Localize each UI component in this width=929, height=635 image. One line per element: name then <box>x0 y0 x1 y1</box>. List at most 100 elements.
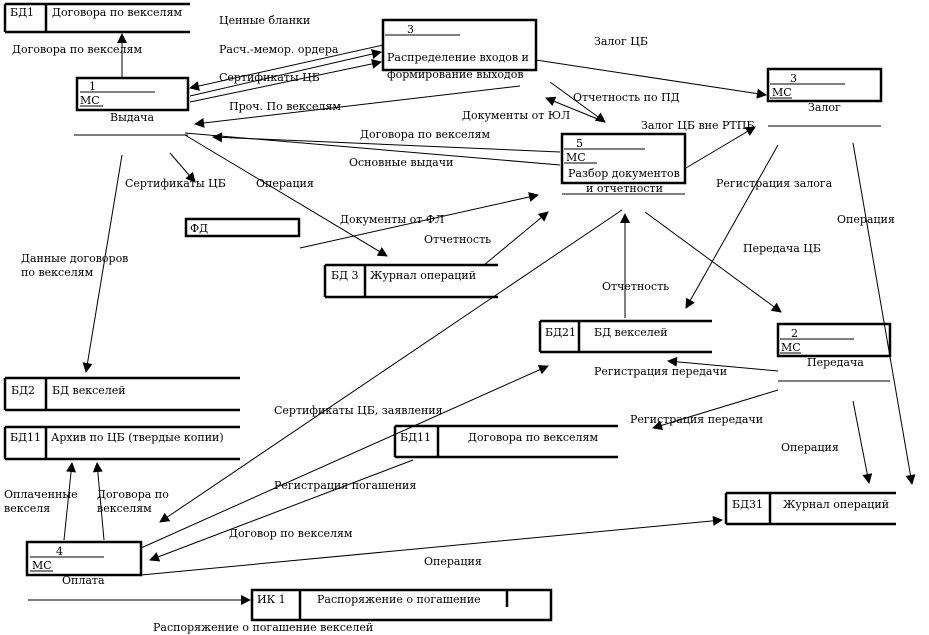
store-bd11-contracts-id: БД11 <box>400 431 431 444</box>
store-bd11-archive-name: Архив по ЦБ (твердые копии) <box>51 431 224 444</box>
flow-lines <box>28 33 916 605</box>
flow-dannye <box>82 154 123 373</box>
process-3-pledge[interactable]: 3 МС Залог <box>766 67 883 127</box>
label-sertifikaty-1: Сертификаты ЦБ <box>219 71 320 84</box>
store-bd1-name: Договора по векселям <box>52 6 182 19</box>
label-osnovnye: Основные выдачи <box>349 156 453 169</box>
label-zalog-cb: Залог ЦБ <box>594 35 648 48</box>
process-2-transfer[interactable]: 2 МС Передача <box>776 322 892 382</box>
label-registratsiya-peredachi-1: Регистрация передачи <box>594 365 727 378</box>
label-rasporyazhenie: Распоряжение о погашение векселей <box>153 621 373 634</box>
label-operatsiya-4: Операция <box>424 555 482 568</box>
label-oplachennye-1: Оплаченные <box>4 488 78 501</box>
label-proch: Проч. По векселям <box>229 100 341 113</box>
flow-zalog-cb <box>535 59 767 99</box>
store-ik1-id: ИК 1 <box>257 593 286 606</box>
label-otchetnost-2: Отчетность <box>602 280 669 293</box>
process-5-name-line2: и отчетности <box>586 182 663 195</box>
process-5-number: 5 <box>576 137 583 150</box>
label-registratsiya-peredachi-2: Регистрация передачи <box>630 413 763 426</box>
flow-dogovora-po <box>92 462 105 541</box>
label-dogovora-1: Договора по векселям <box>12 43 142 56</box>
label-tsennye-blanki: Ценные бланки <box>219 14 310 27</box>
flow-operation-1 <box>184 134 388 257</box>
process-1-number: 1 <box>89 80 96 93</box>
process-1-issue[interactable]: 1 МС Выдача <box>74 76 190 136</box>
label-dogovora-po-1: Договора по <box>97 488 169 501</box>
process-4-mc: МС <box>32 559 52 572</box>
label-dokumenty-fl: Документы от ФЛ <box>340 213 444 226</box>
label-sertifikaty-zayavleniya: Сертификаты ЦБ, заявления <box>274 404 443 417</box>
store-bd3[interactable]: БД 3 Журнал операций <box>323 263 498 299</box>
process-3-distribution[interactable]: 3 Распределение входов и формирование вы… <box>381 18 538 81</box>
label-sertifikaty-2: Сертификаты ЦБ <box>125 177 226 190</box>
flow-proch <box>194 85 521 128</box>
store-bd21[interactable]: БД21 БД векселей <box>538 319 712 354</box>
process-5-name-line1: Разбор документов <box>568 167 680 180</box>
store-bd2[interactable]: БД2 БД векселей <box>3 376 240 412</box>
label-registratsiya-pogasheniya: Регистрация погашения <box>274 479 416 492</box>
label-dogovora-po-2: векселям <box>97 502 152 515</box>
label-otchetnost-pd: Отчетность по ПД <box>573 91 680 104</box>
store-fd-id: ФД <box>190 222 208 235</box>
flow-registratsiya-peredachi-2 <box>652 389 779 431</box>
label-oplachennye-2: векселя <box>4 502 50 515</box>
store-bd11-archive[interactable]: БД11 Архив по ЦБ (твердые копии) <box>3 425 240 461</box>
process-3-number: 3 <box>407 23 414 36</box>
process-5-mc: МС <box>566 151 586 164</box>
process-1-mc: МС <box>80 94 100 107</box>
store-bd21-name: БД векселей <box>594 326 668 339</box>
label-operatsiya-1: Операция <box>256 177 314 190</box>
store-bd2-name: БД векселей <box>52 384 126 397</box>
flow-registratsiya-pogasheniya <box>140 365 549 549</box>
label-dogovor-po: Договор по векселям <box>229 527 353 540</box>
flow-certificates-1 <box>189 49 382 97</box>
label-dannye-1: Данные договоров <box>21 252 128 265</box>
store-bd11-archive-id: БД11 <box>10 431 41 444</box>
store-fd[interactable]: ФД <box>184 217 301 238</box>
label-peredacha-cb: Передача ЦБ <box>743 242 821 255</box>
flow-dokumenty-fl <box>299 192 539 249</box>
flow-sertifikaty-zayavleniya <box>159 209 623 523</box>
process-1-name: Выдача <box>110 111 154 124</box>
label-zalog-vne: Залог ЦБ вне РТПБ <box>641 119 754 132</box>
store-bd1[interactable]: БД1 Договора по векселям <box>3 2 190 34</box>
flow-osnovnye <box>184 132 561 166</box>
flow-peredacha-cb <box>644 211 782 313</box>
store-ik1[interactable]: ИК 1 Распоряжение о погашение <box>250 588 553 622</box>
flow-zalog-vne <box>685 126 756 169</box>
label-operatsiya-2: Операция <box>837 213 895 226</box>
flow-rasch-memor <box>189 44 384 91</box>
process-5-review[interactable]: 5 МС Разбор документов и отчетности <box>560 132 687 195</box>
label-dannye-2: по векселям <box>21 266 94 279</box>
flow-registratsiya-peredachi-1 <box>667 356 779 372</box>
process-4-number: 4 <box>56 545 63 558</box>
label-dokumenty-yul: Документы от ЮЛ <box>462 109 570 122</box>
process-2-mc: МС <box>781 341 801 354</box>
label-operatsiya-3: Операция <box>781 441 839 454</box>
store-bd31-name: Журнал операций <box>783 498 889 511</box>
process-3-pledge-mc: МС <box>772 86 792 99</box>
store-bd21-id: БД21 <box>545 326 576 339</box>
store-bd31-id: БД31 <box>732 498 763 511</box>
store-bd11-contracts[interactable]: БД11 Договора по векселям <box>393 424 618 459</box>
store-bd1-id: БД1 <box>10 6 34 19</box>
flow-dogovor-po <box>149 459 414 562</box>
process-3-pledge-name: Залог <box>808 101 841 114</box>
flow-p1-p3 <box>189 58 382 103</box>
flow-operation-2 <box>852 142 916 485</box>
store-bd31[interactable]: БД31 Журнал операций <box>724 491 896 526</box>
process-2-name: Передача <box>807 356 864 369</box>
process-4-payment[interactable]: 4 МС Оплата <box>25 540 143 587</box>
flow-operation-3 <box>852 400 873 484</box>
store-bd3-id: БД 3 <box>331 269 359 282</box>
flow-certificates-2 <box>169 152 196 183</box>
label-otchetnost-1: Отчетность <box>424 233 491 246</box>
process-2-number: 2 <box>791 327 798 340</box>
label-registratsiya-zaloga: Регистрация залога <box>716 177 833 190</box>
store-bd11-contracts-name: Договора по векселям <box>468 431 598 444</box>
flow-oplachennye <box>63 462 77 541</box>
process-4-name: Оплата <box>62 574 105 587</box>
store-ik1-name: Распоряжение о погашение <box>317 593 481 606</box>
